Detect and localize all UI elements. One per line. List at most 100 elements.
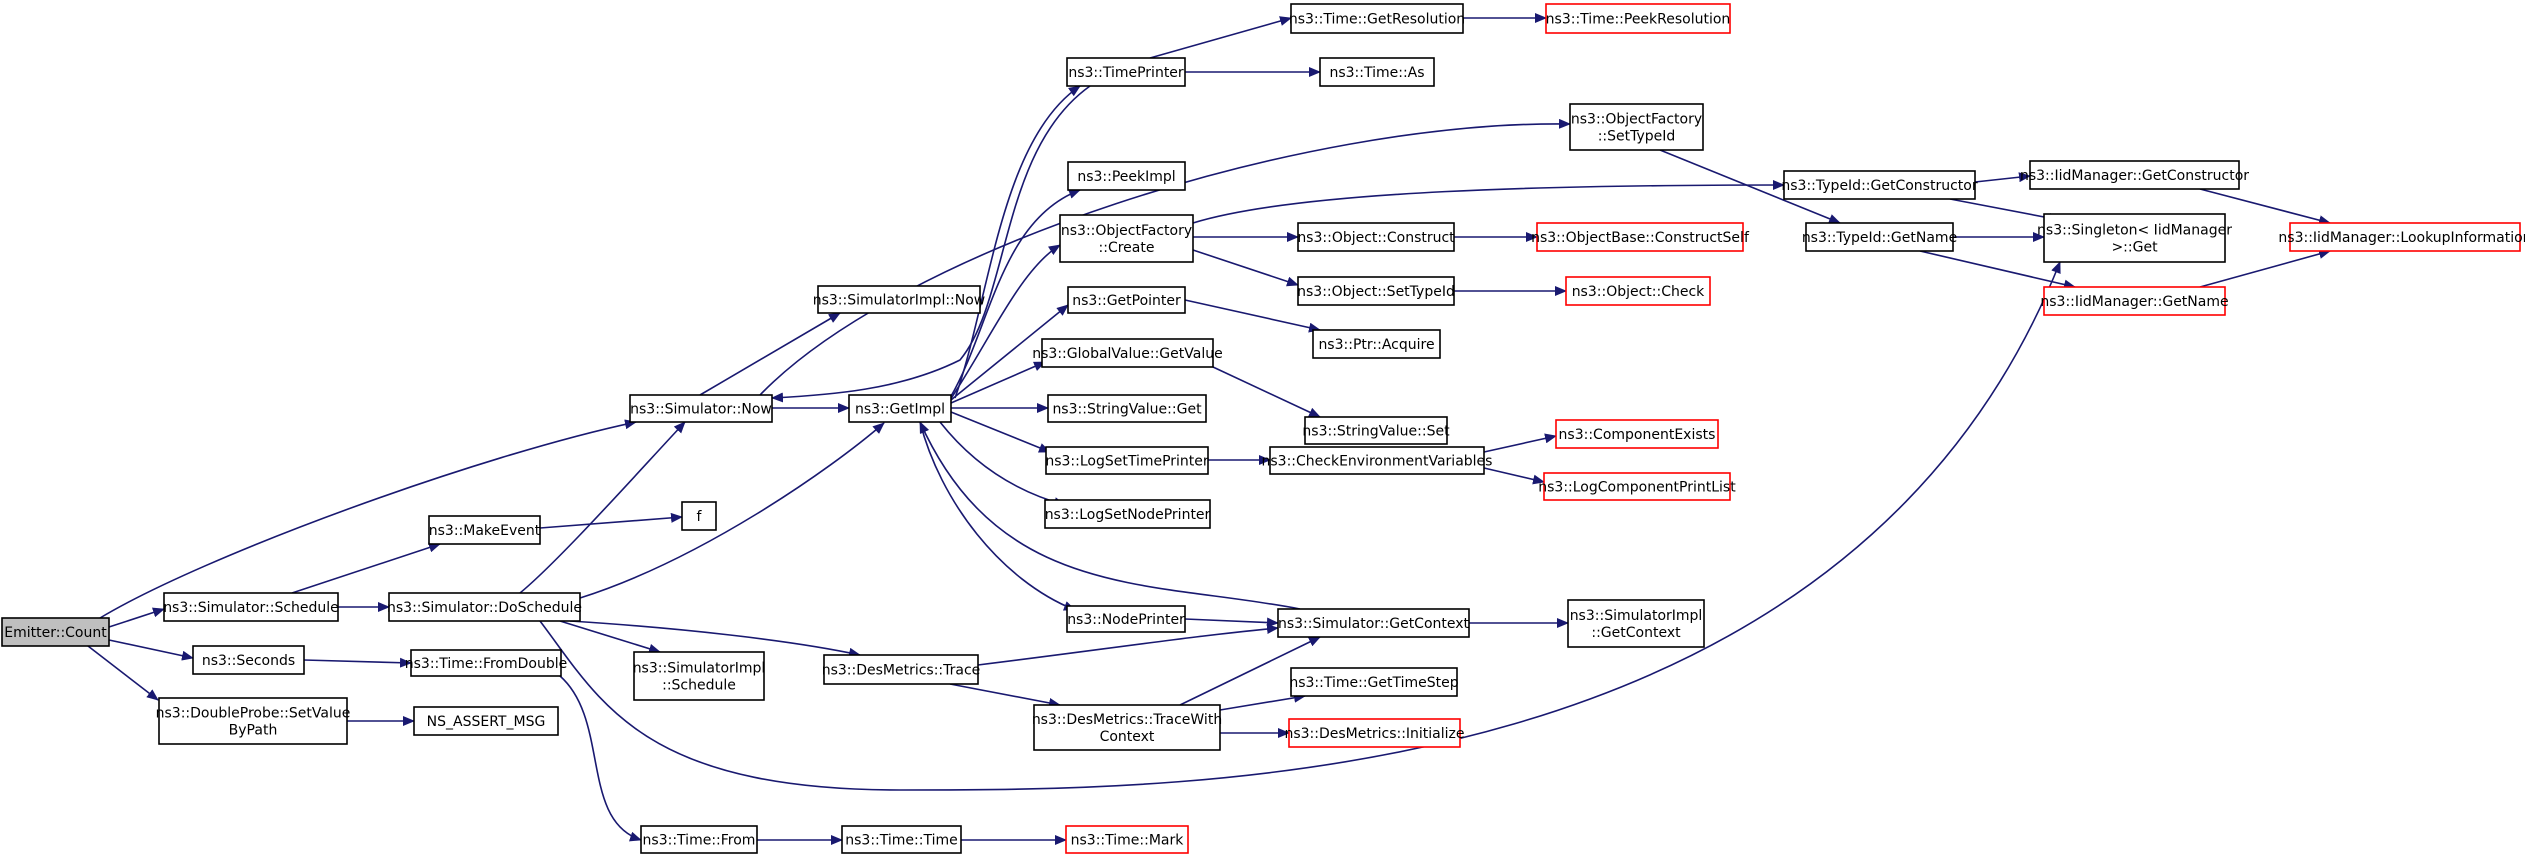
node-time_gettimestep[interactable]: ns3::Time::GetTimeStep xyxy=(1289,667,1459,697)
node-label: ns3::NodePrinter xyxy=(1067,612,1185,628)
edge-getimpl-to-logsetnodeprinter xyxy=(939,421,1066,507)
node-checkenvvars[interactable]: ns3::CheckEnvironmentVariables xyxy=(1262,446,1493,475)
node-seconds[interactable]: ns3::Seconds xyxy=(192,645,305,675)
node-objfactory_settypeid[interactable]: ns3::ObjectFactory::SetTypeId xyxy=(1569,103,1704,151)
node-label: ns3::SimulatorImpl xyxy=(633,661,766,677)
node-label: ns3::CheckEnvironmentVariables xyxy=(1262,454,1493,470)
node-objbase_constructself[interactable]: ns3::ObjectBase::ConstructSelf xyxy=(1531,222,1750,252)
node-box xyxy=(1066,57,1186,87)
node-stringvalue_get[interactable]: ns3::StringValue::Get xyxy=(1047,394,1207,423)
edge-iidmanager_getname-to-iidmanager_lookupinfo xyxy=(2199,249,2331,288)
node-logsettimeprinter[interactable]: ns3::LogSetTimePrinter xyxy=(1045,446,1209,475)
node-peekimpl[interactable]: ns3::PeekImpl xyxy=(1067,161,1186,191)
edge-typeid_getconstructor-to-singleton_get xyxy=(1949,198,2061,223)
node-time_from[interactable]: ns3::Time::From xyxy=(640,825,758,854)
node-getpointer[interactable]: ns3::GetPointer xyxy=(1067,286,1186,314)
node-typeid_getname[interactable]: ns3::TypeId::GetName xyxy=(1802,222,1957,252)
node-timeprinter[interactable]: ns3::TimePrinter xyxy=(1066,57,1186,87)
node-label: ns3::IidManager::GetConstructor xyxy=(2020,168,2249,184)
node-box xyxy=(1059,214,1194,263)
node-box xyxy=(817,285,981,314)
edge-sim_now-to-objfactory_settypeid xyxy=(759,118,1571,396)
node-sim_schedule[interactable]: ns3::Simulator::Schedule xyxy=(163,592,339,622)
edge-iidmanager_getconstructor-to-iidmanager_lookupinfo xyxy=(2199,188,2331,226)
node-label: ns3::GlobalValue::GetValue xyxy=(1032,346,1222,362)
node-label: ns3::StringValue::Get xyxy=(1052,402,1202,418)
node-logsetnodeprinter[interactable]: ns3::LogSetNodePrinter xyxy=(1044,499,1211,529)
edge-timeprinter-to-time_getresolution xyxy=(1149,16,1292,59)
node-desmetrics_trace[interactable]: ns3::DesMetrics::Trace xyxy=(822,654,981,685)
node-box xyxy=(2289,222,2521,252)
node-object_check[interactable]: ns3::Object::Check xyxy=(1565,276,1711,306)
node-label: ns3::Time::Time xyxy=(845,833,957,849)
edge-sim_getcontext-to-getimpl xyxy=(919,421,1301,610)
node-label: ns3::Time::GetResolution xyxy=(1289,12,1465,28)
node-box xyxy=(1066,605,1186,633)
node-box xyxy=(1567,599,1705,648)
node-label: ns3::LogComponentPrintList xyxy=(1538,480,1736,496)
node-time_peekresolution[interactable]: ns3::Time::PeekResolution xyxy=(1545,3,1731,34)
node-label: ns3::DesMetrics::Trace xyxy=(822,663,981,679)
node-desmetrics_initialize[interactable]: ns3::DesMetrics::Initialize xyxy=(1284,718,1465,748)
node-componentexists[interactable]: ns3::ComponentExists xyxy=(1555,419,1719,449)
node-typeid_getconstructor[interactable]: ns3::TypeId::GetConstructor xyxy=(1781,170,1978,200)
node-label: ns3::ComponentExists xyxy=(1559,427,1716,443)
node-label: ns3::Time::As xyxy=(1329,65,1424,81)
node-box xyxy=(388,592,581,622)
node-emitter_count[interactable]: Emitter::Count xyxy=(1,617,110,647)
edges xyxy=(87,13,2331,845)
node-iidmanager_lookupinfo[interactable]: ns3::IidManager::LookupInformation xyxy=(2278,222,2525,252)
node-doschedule[interactable]: ns3::Simulator::DoSchedule xyxy=(387,592,582,622)
edge-getimpl-to-logsettimeprinter xyxy=(950,411,1051,453)
node-globalvalue_getvalue[interactable]: ns3::GlobalValue::GetValue xyxy=(1032,338,1223,368)
edge-desmetrics_tracewith-to-time_gettimestep xyxy=(1219,692,1306,711)
node-box xyxy=(2043,286,2226,316)
node-object_settypeid[interactable]: ns3::Object::SetTypeId xyxy=(1297,276,1455,306)
node-simimpl_now[interactable]: ns3::SimulatorImpl::Now xyxy=(813,285,986,314)
node-box xyxy=(1065,825,1189,854)
node-ptr_acquire[interactable]: ns3::Ptr::Acquire xyxy=(1312,329,1441,359)
node-time_fromdouble[interactable]: ns3::Time::FromDouble xyxy=(405,649,568,677)
node-box xyxy=(640,825,758,854)
node-label: ns3::DoubleProbe::SetValue xyxy=(156,706,351,722)
node-stringvalue_set[interactable]: ns3::StringValue::Set xyxy=(1302,416,1450,445)
node-iidmanager_getname[interactable]: ns3::IidManager::GetName xyxy=(2040,286,2229,316)
node-label: >::Get xyxy=(2111,240,2158,256)
node-box xyxy=(1565,276,1711,306)
node-time_getresolution[interactable]: ns3::Time::GetResolution xyxy=(1289,3,1465,34)
edge-getimpl-to-globalvalue_getvalue xyxy=(950,361,1046,404)
node-makeevent[interactable]: ns3::MakeEvent xyxy=(428,515,541,545)
node-ns_assert_msg[interactable]: NS_ASSERT_MSG xyxy=(413,706,559,736)
node-time_as[interactable]: ns3::Time::As xyxy=(1319,57,1435,87)
node-time_mark[interactable]: ns3::Time::Mark xyxy=(1065,825,1189,854)
node-label: ::GetContext xyxy=(1591,625,1681,641)
node-objfactory_create[interactable]: ns3::ObjectFactory::Create xyxy=(1059,214,1194,263)
node-box xyxy=(158,697,348,745)
node-label: ns3::LogSetNodePrinter xyxy=(1045,507,1211,523)
node-nodeprinter[interactable]: ns3::NodePrinter xyxy=(1066,605,1186,633)
node-box xyxy=(1067,161,1186,191)
node-f[interactable]: f xyxy=(681,501,717,531)
node-label: ns3::Time::From xyxy=(643,833,756,849)
node-box xyxy=(1290,667,1458,697)
node-sim_now[interactable]: ns3::Simulator::Now xyxy=(629,394,773,423)
node-singleton_get[interactable]: ns3::Singleton< IidManager >::Get xyxy=(2037,213,2232,263)
node-box xyxy=(1319,57,1435,87)
node-sim_getcontext[interactable]: ns3::Simulator::GetContext xyxy=(1277,608,1470,638)
node-simimpl_getcontext[interactable]: ns3::SimulatorImpl::GetContext xyxy=(1567,599,1705,648)
edge-getimpl-to-peekimpl xyxy=(949,189,1081,399)
node-label: ns3::Object::SetTypeId xyxy=(1297,284,1455,300)
node-time_time[interactable]: ns3::Time::Time xyxy=(841,825,962,854)
node-simimpl_schedule[interactable]: ns3::SimulatorImpl::Schedule xyxy=(633,651,766,701)
node-object_construct[interactable]: ns3::Object::Construct xyxy=(1297,222,1455,252)
node-logcomponentprintlist[interactable]: ns3::LogComponentPrintList xyxy=(1538,472,1736,501)
node-label: ns3::IidManager::LookupInformation xyxy=(2278,230,2525,246)
node-label: ::Schedule xyxy=(662,678,736,694)
node-getimpl[interactable]: ns3::GetImpl xyxy=(848,394,952,423)
node-label: ns3::ObjectBase::ConstructSelf xyxy=(1531,230,1750,246)
edge-getimpl-to-objfactory_create xyxy=(949,244,1061,401)
node-box xyxy=(1543,472,1731,501)
node-iidmanager_getconstructor[interactable]: ns3::IidManager::GetConstructor xyxy=(2020,160,2249,190)
